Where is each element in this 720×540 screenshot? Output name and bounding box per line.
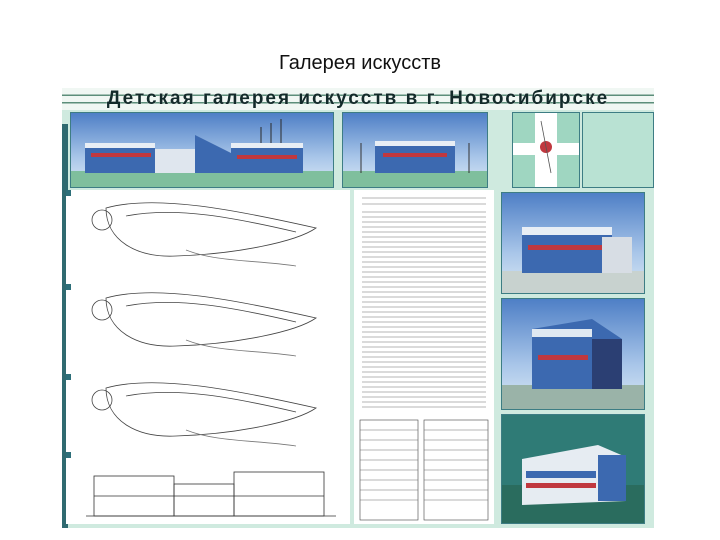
perspective-renders: [499, 190, 649, 524]
plan-label-1: [66, 190, 72, 196]
site-plan-drawing: [513, 113, 579, 187]
poster-left-band: [62, 124, 68, 528]
section-drawing: [86, 471, 336, 517]
render-view-1: [501, 192, 645, 294]
floor-plans-drawing: [91, 202, 317, 447]
plan-label-4: [66, 452, 72, 458]
building-section: [66, 460, 350, 524]
facade-render-main: [70, 112, 334, 188]
poster-banner-title: Детская галерея искусств в г. Новосибирс…: [106, 88, 610, 109]
render-view-3: [501, 414, 645, 524]
side-facade-drawing: [343, 141, 487, 187]
site-plan-legend: [582, 112, 654, 188]
slide-title: Галерея искусств: [279, 52, 441, 74]
architecture-poster: Детская галерея искусств в г. Новосибирс…: [62, 88, 654, 528]
site-plan: [512, 112, 580, 188]
plan-label-2: [66, 284, 72, 290]
facade-render-side: [342, 112, 488, 188]
facade-drawing: [71, 119, 333, 187]
explanatory-note: [354, 190, 494, 524]
note-text-block: [359, 197, 489, 521]
render-view-2: [501, 298, 645, 410]
poster-banner: [62, 88, 654, 110]
plan-label-3: [66, 374, 72, 380]
